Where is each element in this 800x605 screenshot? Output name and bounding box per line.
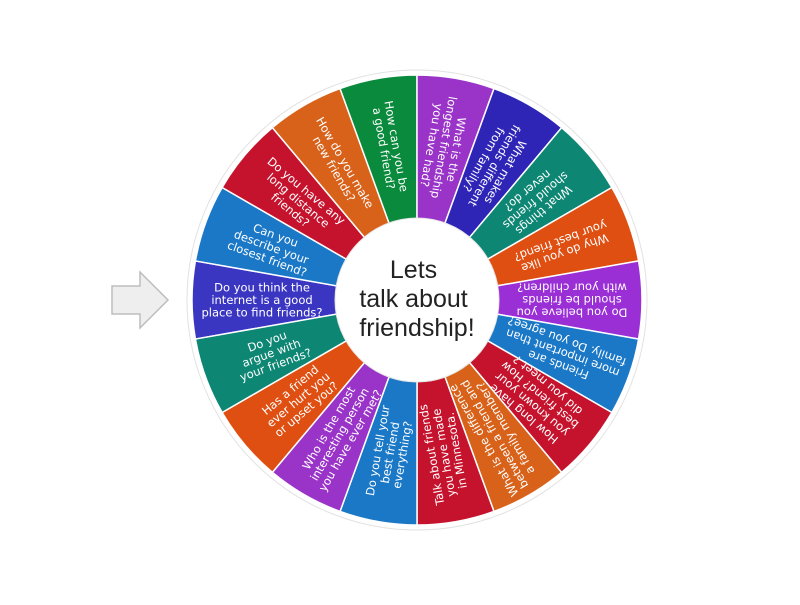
- wheel-hub[interactable]: [340, 223, 494, 377]
- center-label-line: Lets: [390, 256, 437, 284]
- center-label-line: friendship!: [359, 314, 474, 342]
- wheel-segment-label-line: Do you think the: [214, 281, 310, 295]
- wheel-segment-label: Do you believe youshould be friendswith …: [517, 281, 628, 320]
- center-label-line: talk about: [359, 285, 467, 313]
- center-label: Lets talk about friendship!: [359, 256, 474, 342]
- pointer-arrow-icon: [111, 270, 170, 330]
- wheel-segment-label-line: place to find friends?: [201, 306, 322, 320]
- wheel-segment-label: Do you tell yourbest friendeverything?: [363, 404, 417, 501]
- wheel-segment-label-line: should be friends: [522, 293, 621, 307]
- wheel-segment-label: What is thelongest friendshipyou have ha…: [416, 93, 472, 202]
- wheel-segment[interactable]: Do you believe youshould be friendswith …: [416, 260, 643, 340]
- wheel-segment-label: How long haveyou known yourbest friend? …: [482, 349, 589, 451]
- wheel-segment-label: Do youargue withyour friends?: [229, 322, 313, 384]
- wheel-segment-label-line: with your children?: [517, 281, 627, 295]
- wheel-segment-label-line: Do you believe you: [517, 306, 628, 320]
- wheel-segment-label-line: internet is a good: [211, 293, 312, 307]
